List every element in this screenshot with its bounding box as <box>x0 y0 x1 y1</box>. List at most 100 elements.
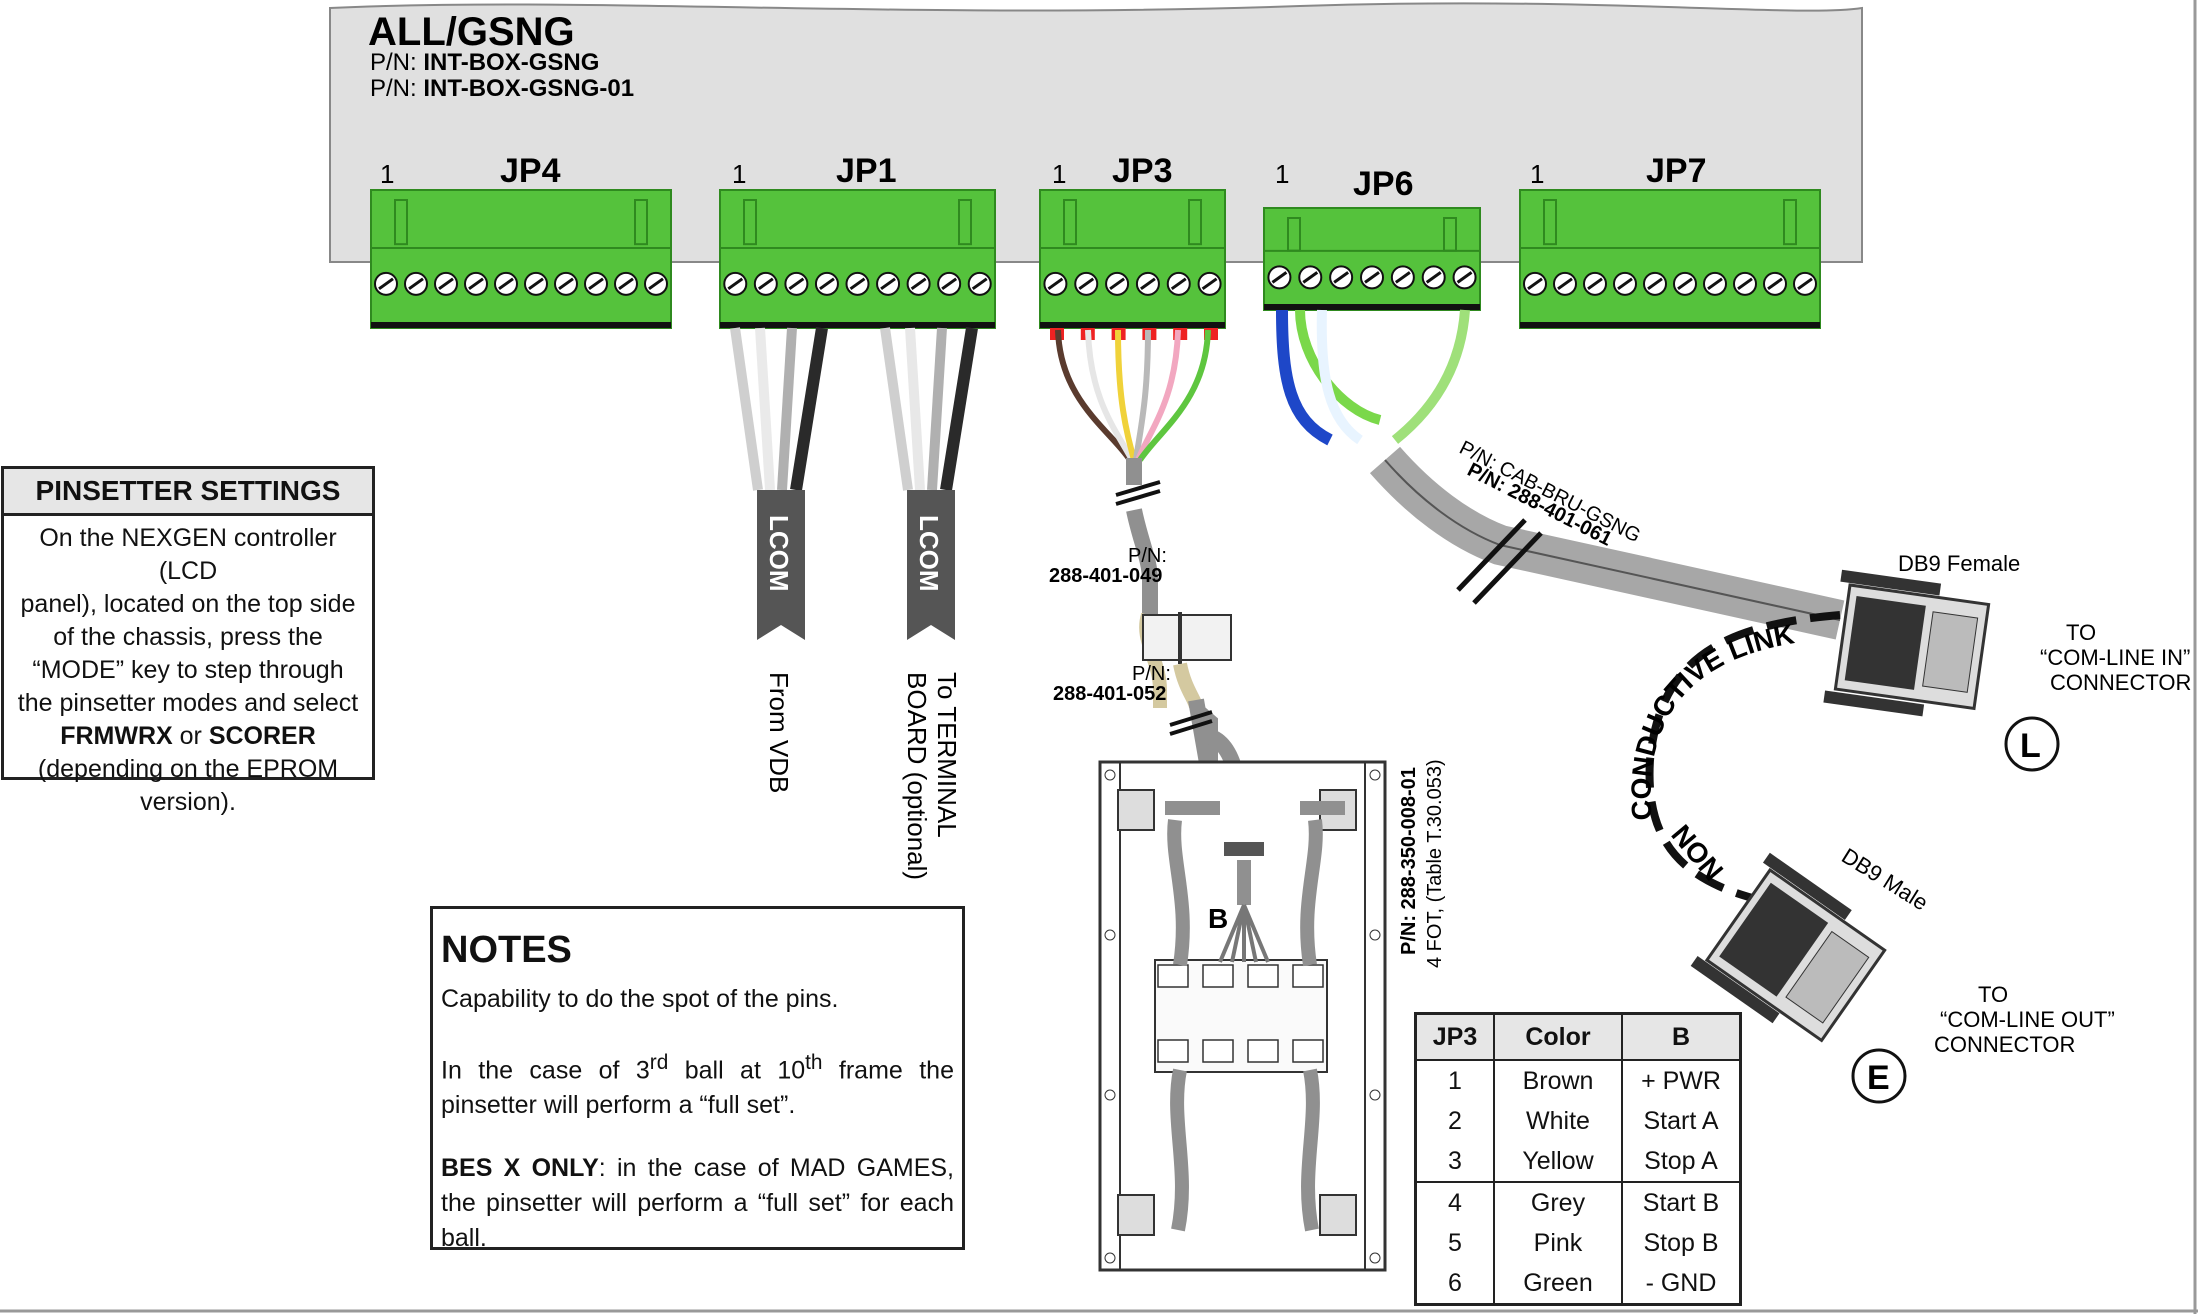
from-vdb-label: From VDB <box>764 672 794 793</box>
screw-terminal <box>464 271 488 296</box>
screw-terminal <box>494 271 518 296</box>
db9-male-label: DB9 Male <box>1837 843 1932 915</box>
table-header: Color <box>1493 1012 1623 1061</box>
board-terminal <box>1157 964 1189 988</box>
note-2: In the case of 3rd ball at 10th frame th… <box>441 1051 954 1120</box>
jp6-label: JP6 <box>1353 165 1414 203</box>
screw-terminal <box>1763 271 1787 296</box>
screw-terminal <box>434 271 458 296</box>
board-terminal <box>1292 1039 1324 1063</box>
screw-terminal <box>1166 271 1191 296</box>
notes-box: NOTES Capability to do the spot of the p… <box>430 906 965 1252</box>
jp6-connector <box>1263 207 1481 311</box>
device-pn-1: P/N: INT-BOX-GSNG <box>370 49 599 76</box>
screw-terminal <box>906 271 931 296</box>
jp3-pn-label-bottom: P/N: <box>1132 663 1171 685</box>
lcom-label-right: LCOM <box>914 515 944 592</box>
jp4-connector <box>370 189 672 329</box>
screw-terminal <box>1613 271 1637 296</box>
badge-l: L <box>2020 727 2041 765</box>
to-in-line2: “COM-LINE IN” <box>2040 645 2190 670</box>
inline-splice <box>1142 614 1232 661</box>
screw-terminal <box>404 271 428 296</box>
screw-terminal <box>1643 271 1667 296</box>
note-3: BES X ONLY: in the case of MAD GAMES, th… <box>441 1154 954 1253</box>
terminal-label-2: BOARD (optional) <box>902 672 932 880</box>
jp3-pin1: 1 <box>1052 159 1066 189</box>
screw-terminal <box>814 271 839 296</box>
jp3-pn-top: 288-401-049 <box>1049 565 1162 587</box>
table-cell: Grey <box>1493 1181 1623 1223</box>
table-cell: Stop A <box>1621 1141 1742 1182</box>
jp6-cable <box>1276 309 1845 904</box>
to-out-line1: TO <box>1978 982 2008 1007</box>
jp1-right-bundle: LCOM <box>880 327 978 640</box>
screw-terminal <box>1135 271 1160 296</box>
device-pn-2: P/N: INT-BOX-GSNG-01 <box>370 75 634 102</box>
to-in-line1: TO <box>2066 620 2096 645</box>
jp3-connector <box>1039 189 1226 329</box>
screw-terminal <box>524 271 548 296</box>
screw-terminal <box>1452 265 1477 290</box>
table-cell: 3 <box>1414 1141 1495 1182</box>
table-cell: 4 <box>1414 1181 1495 1223</box>
jp7-label: JP7 <box>1646 152 1707 190</box>
screw-terminal <box>1043 271 1068 296</box>
badge-l-circle <box>2004 716 2060 772</box>
to-in-line3: CONNECTOR <box>2050 670 2191 695</box>
badge-e-circle <box>1851 1048 1907 1104</box>
screw-terminal <box>1703 271 1727 296</box>
device-title: ALL/GSNG <box>368 10 575 54</box>
table-cell: Brown <box>1493 1060 1623 1101</box>
table-cell: Stop B <box>1621 1223 1742 1263</box>
table-cell: 5 <box>1414 1223 1495 1263</box>
table-cell: 6 <box>1414 1263 1495 1305</box>
conductive-link-arc <box>1645 611 1841 904</box>
screw-terminal <box>784 271 809 296</box>
device-box <box>329 2 1863 263</box>
screw-terminal <box>1105 271 1130 296</box>
board-foot <box>1117 1194 1155 1236</box>
db9-female-connector <box>1823 569 1991 717</box>
board-label-b: B <box>1208 903 1228 934</box>
to-out-line3: CONNECTOR <box>1934 1032 2075 1057</box>
note-1: Capability to do the spot of the pins. <box>441 985 839 1013</box>
notes-title: NOTES <box>441 929 572 971</box>
table-cell: 2 <box>1414 1101 1495 1141</box>
pinsetter-settings-title: PINSETTER SETTINGS <box>4 469 372 516</box>
screw-terminal <box>1421 265 1446 290</box>
screw-terminal <box>1553 271 1577 296</box>
screw-terminal <box>584 271 608 296</box>
conductive-link-label: CONDUCTIVE LINK <box>1625 618 1796 821</box>
pinsetter-settings-box: PINSETTER SETTINGS On the NEXGEN control… <box>1 466 375 816</box>
board-terminal <box>1157 1039 1189 1063</box>
terminal-label-1: To TERMINAL <box>932 672 962 838</box>
screw-terminal <box>876 271 901 296</box>
table-header: JP3 <box>1414 1012 1495 1061</box>
screw-terminal <box>753 271 778 296</box>
jp4-label: JP4 <box>500 152 561 190</box>
table-header: B <box>1621 1012 1742 1061</box>
screw-terminal <box>1583 271 1607 296</box>
screw-terminal <box>1329 265 1354 290</box>
screw-terminal <box>1267 265 1292 290</box>
lcom-label-left: LCOM <box>764 515 794 592</box>
screw-terminal <box>554 271 578 296</box>
screw-terminal <box>644 271 668 296</box>
board-pn: P/N: 288-350-008-01 <box>1398 767 1420 955</box>
table-header-row: JP3 Color B <box>1414 1012 1742 1061</box>
table-cell: Green <box>1493 1263 1623 1305</box>
screw-terminal <box>1197 271 1222 296</box>
table-cell: Start A <box>1621 1101 1742 1141</box>
jp4-pin1: 1 <box>380 159 394 189</box>
jp7-connector <box>1519 189 1821 329</box>
screw-terminal <box>1523 271 1547 296</box>
screw-terminal <box>1673 271 1697 296</box>
jp7-pin1: 1 <box>1530 159 1544 189</box>
